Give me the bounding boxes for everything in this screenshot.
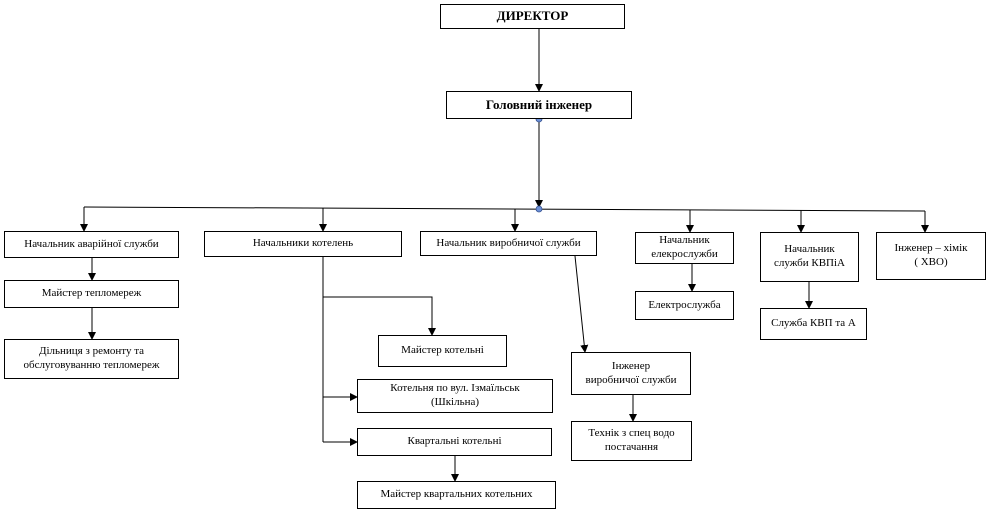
- kvp-service-box: Служба КВП та А: [760, 308, 867, 340]
- chief-engineer-box: Головний інженер: [446, 91, 632, 119]
- electric-head-box: Начальник елекрослужби: [635, 232, 734, 264]
- boiler-heads-box: Начальники котелень: [204, 231, 402, 257]
- quarter-boilers-box: Квартальні котельні: [357, 428, 552, 456]
- emergency-head-box: Начальник аварійної служби: [4, 231, 179, 258]
- network-master-box: Майстер тепломереж: [4, 280, 179, 308]
- chemist-box: Інженер – хімік ( ХВО): [876, 232, 986, 280]
- boiler-master-box: Майстер котельні: [378, 335, 507, 367]
- kvp-head-box: Начальник служби КВПіА: [760, 232, 859, 282]
- link-production-engineer: [574, 255, 589, 353]
- boiler-izmail-box: Котельня по вул. Ізмаїльськ (Шкільна): [357, 379, 553, 413]
- water-tech-box: Технік з спец водо постачання: [571, 421, 692, 461]
- repair-section-box: Дільниця з ремонту та обслуговуванню теп…: [4, 339, 179, 379]
- bus-line: [83, 206, 926, 212]
- electric-service-box: Електрослужба: [635, 291, 734, 320]
- production-engineer-box: Інженер виробничої служби: [571, 352, 691, 395]
- quarter-master-box: Майстер квартальних котельних: [357, 481, 556, 509]
- link-trunk-boiler-master: [323, 296, 436, 336]
- junction-bus: [535, 205, 543, 213]
- director-box: ДИРЕКТОР: [440, 4, 625, 29]
- production-head-box: Начальник виробничої служби: [420, 231, 597, 256]
